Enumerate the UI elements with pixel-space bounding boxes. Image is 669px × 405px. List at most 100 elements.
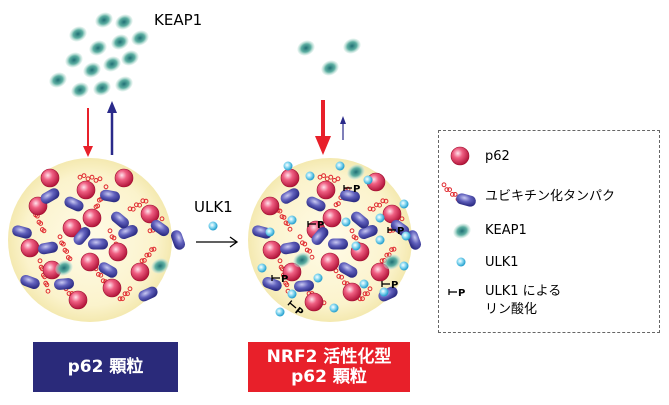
phospho-mark-icon: P xyxy=(381,280,398,291)
p62-icon xyxy=(40,168,60,188)
phospho-mark-label: P xyxy=(397,226,404,237)
keap1-icon xyxy=(453,223,471,239)
protein-icon xyxy=(340,189,360,203)
protein-icon xyxy=(64,196,84,212)
ulk1-icon xyxy=(287,289,297,299)
free-keap1-cluster xyxy=(49,12,361,98)
keap1-icon xyxy=(111,34,129,50)
keap1-icon xyxy=(293,252,311,268)
protein-icon xyxy=(170,230,186,250)
keap1-icon xyxy=(65,52,83,68)
ubiquitin-chain-icon xyxy=(117,286,133,302)
p62-icon xyxy=(260,196,280,216)
ubiquitin-chain-icon xyxy=(367,198,389,212)
p62-icon xyxy=(342,282,362,302)
p62-icon xyxy=(76,180,96,200)
left-caption: p62 顆粒 xyxy=(67,357,144,377)
p62-icon xyxy=(20,238,40,258)
p62-icon xyxy=(304,292,324,312)
protein-icon xyxy=(358,224,378,240)
phospho-mark-icon: P xyxy=(307,220,324,231)
phospho-mark-label: P xyxy=(317,220,324,231)
right-red-arrow xyxy=(315,100,331,155)
ubiquitin-chain-icon xyxy=(37,258,51,294)
ulk1-icon xyxy=(265,227,275,237)
protein-icon xyxy=(280,188,300,204)
keap1-icon xyxy=(103,56,121,72)
legend-phospho-line2: リン酸化 xyxy=(485,302,538,317)
phospho-mark-label: P xyxy=(391,280,398,291)
protein-icon xyxy=(138,286,158,302)
protein-icon xyxy=(338,262,358,278)
keap1-label: KEAP1 xyxy=(154,11,203,29)
keap1-icon xyxy=(131,30,149,46)
ulk1-icon xyxy=(375,235,385,245)
protein-icon xyxy=(252,225,272,239)
protein-icon xyxy=(38,241,58,255)
ulk1-icon xyxy=(335,161,345,171)
legend-p62-label: p62 xyxy=(485,149,510,164)
protein-icon xyxy=(406,230,422,250)
keap1-icon xyxy=(95,12,113,28)
keap1-icon xyxy=(89,40,107,56)
p62-icon xyxy=(108,242,128,262)
phospho-mark-label: P xyxy=(353,184,360,195)
p62-icon xyxy=(62,218,82,238)
legend-ubiquitinated-protein-label: ユビキチン化タンパク xyxy=(485,189,616,204)
keap1-icon xyxy=(321,60,339,76)
p62-icon xyxy=(282,262,302,282)
ulk1-icon xyxy=(456,257,466,267)
protein-icon xyxy=(12,225,32,239)
ulk1-icon xyxy=(401,231,411,241)
ulk1-icon xyxy=(379,287,389,297)
keap1-icon xyxy=(383,254,401,270)
keap1-icon xyxy=(55,260,73,276)
protein-icon xyxy=(280,241,300,255)
protein-icon xyxy=(98,262,118,278)
ulk1-icon xyxy=(305,171,315,181)
right-caption-line2: p62 顆粒 xyxy=(291,367,367,387)
protein-icon xyxy=(54,278,74,290)
p62-icon xyxy=(68,290,88,310)
legend-keap1-label: KEAP1 xyxy=(485,223,527,238)
phospho-mark-label: P xyxy=(281,274,288,285)
keap1-icon xyxy=(49,72,67,88)
p62-icon xyxy=(450,146,470,166)
p62-icon xyxy=(322,208,342,228)
keap1-icon xyxy=(83,62,101,78)
phospho-mark-icon: P xyxy=(343,184,360,195)
p62-icon xyxy=(140,204,160,224)
p62-icon xyxy=(370,262,390,282)
ubiquitin-chain-icon xyxy=(77,173,103,183)
protein-icon xyxy=(73,227,91,245)
right-caption-line1: NRF2 活性化型 xyxy=(266,347,392,367)
p62-icon xyxy=(262,240,282,260)
ulk1-icon xyxy=(329,303,339,313)
protein-icon xyxy=(311,227,329,245)
ubiquitin-chain-icon xyxy=(57,234,73,262)
ulk1-icon xyxy=(399,261,409,271)
ulk1-icon xyxy=(257,263,267,273)
left-granule-contents xyxy=(12,168,186,310)
keap1-icon xyxy=(347,164,365,180)
left-caption-box: p62 顆粒 xyxy=(33,342,178,392)
p62-icon xyxy=(114,168,134,188)
protein-icon xyxy=(118,224,138,240)
protein-icon xyxy=(262,276,282,292)
phospho-mark-label: P xyxy=(458,288,465,299)
p62-icon xyxy=(102,278,122,298)
ubiquitin-chain-icon xyxy=(127,198,149,212)
p62-icon xyxy=(320,252,340,272)
protein-icon xyxy=(111,211,129,229)
protein-icon xyxy=(40,188,60,204)
ubiquitin-chain-icon xyxy=(357,286,373,302)
legend-ulk1-label: ULK1 xyxy=(485,255,519,270)
p62-icon xyxy=(82,208,102,228)
keap1-icon xyxy=(69,26,87,42)
protein-icon xyxy=(351,211,369,229)
phospho-mark-icon: P xyxy=(271,274,288,285)
keap1-icon xyxy=(71,82,89,98)
keap1-icon xyxy=(93,80,111,96)
